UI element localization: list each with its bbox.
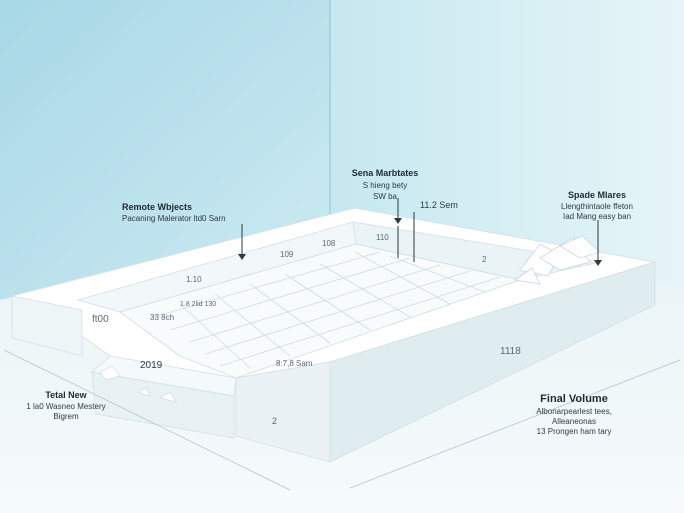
callout-line: Llengthintaole ffeton (561, 202, 633, 211)
callout-line: Albonarpearlest tees, (536, 407, 612, 416)
dim-ft00: ft00 (92, 314, 109, 325)
pool-floor (119, 243, 522, 379)
dim-1118: 1118 (500, 346, 521, 357)
callout-line: Pacaning Malerator ltd0 Sarn (122, 214, 226, 223)
floor-grid (149, 251, 501, 369)
front-step-side (91, 371, 235, 439)
dim-2019: 2019 (140, 360, 163, 371)
callout-final-volume: Final Volume Albonarpearlest tees, Allea… (536, 393, 612, 436)
callout-line: Bigrem (53, 412, 79, 421)
dim-112sem: 11.2 Sem (420, 200, 458, 210)
dim-109: 109 (280, 250, 294, 259)
dim-870: 8.7,8 Sam (276, 359, 313, 368)
callout-line: Alleaneonas (552, 417, 596, 426)
callout-line: Iad Mang easy ban (563, 212, 631, 221)
left-block-front (11, 295, 83, 357)
callout-line: 13 Prongen ham tary (537, 427, 612, 436)
dim-tick-a: 108 (322, 239, 336, 248)
left-wall (0, 0, 330, 300)
callout-line: 1 la0 Wasneo Mestery (26, 402, 105, 411)
debris-bits (99, 365, 177, 403)
callout-line: SW ba (373, 192, 398, 201)
callout-spade-mlares: Spade Mlares Llengthintaole ffeton Iad M… (561, 190, 633, 221)
callout-tetal-new: Tetal New 1 la0 Wasneo Mestery Bigrem (26, 390, 105, 421)
dim-2-front: 2 (272, 416, 277, 426)
callout-title: Tetal New (45, 390, 87, 400)
callout-line: S hieng bety (363, 181, 407, 190)
dim-1250: 1.8 2lid 130 (180, 301, 216, 308)
rubble-pile (513, 235, 601, 285)
dim-33eh: 33 8ch (150, 313, 174, 322)
callout-title: Remote Wbjects (122, 202, 192, 212)
leader-arrows (238, 218, 602, 266)
floor-dim-left (3, 349, 291, 491)
dim-tick-b: 110 (376, 233, 389, 242)
dim-2-back: 2 (482, 255, 487, 264)
callout-title: Final Volume (540, 393, 608, 405)
slab-right-face (329, 261, 656, 463)
callout-remote-objects: Remote Wbjects Pacaning Malerator ltd0 S… (122, 202, 226, 223)
floor-dim-right (349, 359, 681, 489)
dim-110: 1.10 (186, 275, 202, 284)
leader-lines (241, 198, 599, 262)
callout-title: Sena Marbtates (352, 168, 419, 178)
callout-title: Spade Mlares (568, 190, 626, 200)
callout-sena-marbtates: Sena Marbtates S hieng bety SW ba (352, 168, 419, 201)
